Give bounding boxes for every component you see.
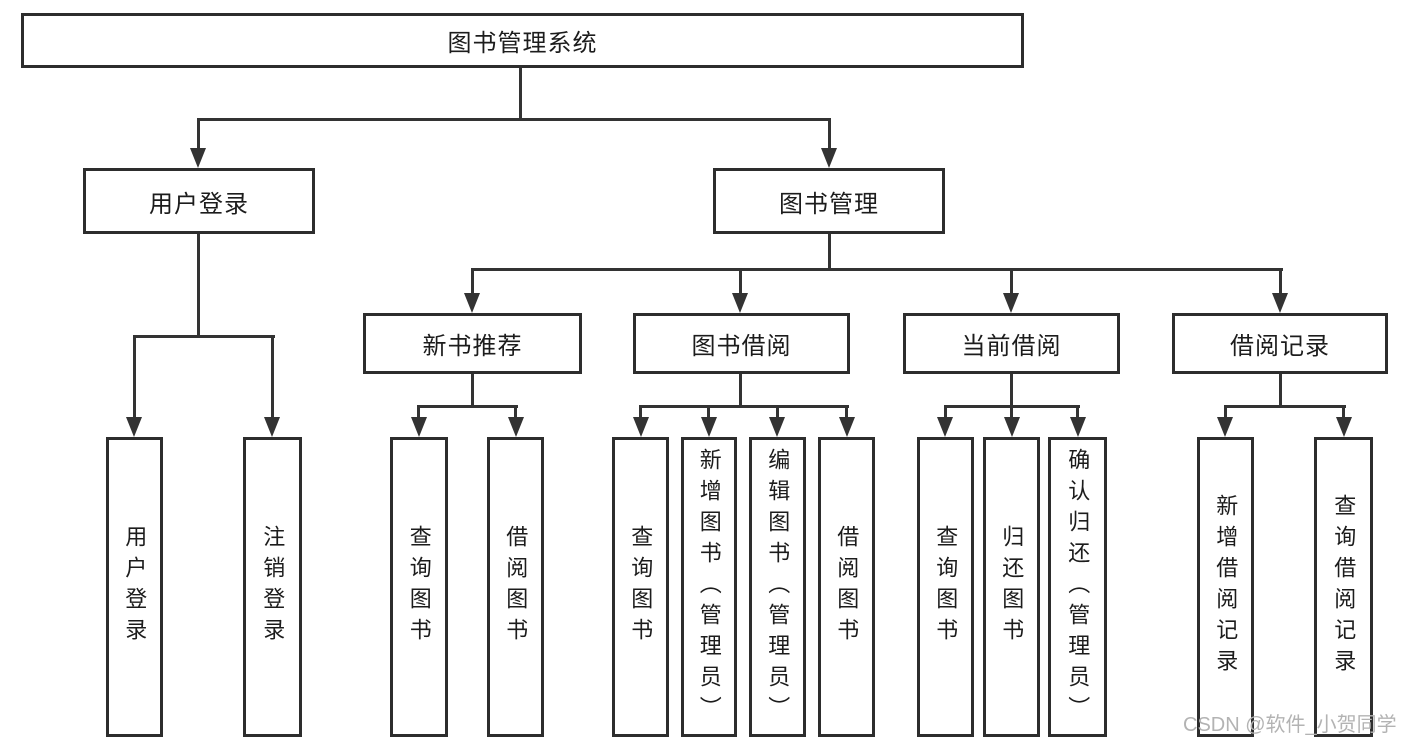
node-label: 查询借阅记录 (1331, 494, 1357, 680)
node-label: 查询图书 (628, 525, 654, 649)
node-leaf-borrow-book: 借阅图书 (818, 437, 875, 737)
arrowhead-down-icon (821, 148, 837, 168)
node-label: 新增借阅记录 (1213, 494, 1239, 680)
arrowhead-down-icon (937, 417, 953, 437)
connector-book-mgmt-stub (828, 234, 831, 271)
connector-borrow-record-stub (1279, 374, 1282, 408)
node-label: 确认归还（管理员） (1065, 447, 1091, 727)
node-label: 编辑图书（管理员） (765, 447, 791, 727)
connector-borrow-record-split (1224, 405, 1346, 408)
connector-drop (639, 405, 642, 421)
node-label: 用户登录 (122, 525, 148, 649)
node-label: 当前借阅 (961, 333, 1062, 360)
node-leaf-query-borrow-record: 查询借阅记录 (1314, 437, 1373, 737)
node-book-borrowing: 图书借阅 (633, 313, 850, 374)
connector-drop (845, 405, 848, 421)
node-current-borrowing: 当前借阅 (903, 313, 1120, 374)
connector-drop (776, 405, 779, 421)
connector-level1-split (197, 118, 831, 121)
node-new-book-recommend: 新书推荐 (363, 313, 582, 374)
arrowhead-down-icon (1070, 417, 1086, 437)
arrowhead-down-icon (190, 148, 206, 168)
node-label: 查询图书 (933, 525, 959, 649)
arrowhead-down-icon (769, 417, 785, 437)
connector-drop (514, 405, 517, 421)
node-label: 新增图书（管理员） (696, 447, 722, 727)
connector-drop (1224, 405, 1227, 421)
node-leaf-edit-book-admin: 编辑图书（管理员） (749, 437, 806, 737)
node-label: 图书管理系统 (447, 30, 598, 57)
connector-new-book-split (417, 405, 518, 408)
connector-book-borrow-split (639, 405, 849, 408)
connector-drop-login (133, 335, 136, 421)
connector-drop (417, 405, 420, 421)
node-label: 借阅记录 (1230, 333, 1330, 360)
arrowhead-down-icon (264, 417, 280, 437)
connector-drop-new-book (471, 268, 474, 296)
node-leaf-rec-borrow-book: 借阅图书 (487, 437, 544, 737)
node-library-management-system: 图书管理系统 (21, 13, 1024, 68)
node-leaf-current-query-book: 查询图书 (917, 437, 974, 737)
node-leaf-confirm-return-admin: 确认归还（管理员） (1048, 437, 1107, 737)
connector-book-borrow-stub (739, 374, 742, 408)
connector-drop-logout (271, 335, 274, 421)
arrowhead-down-icon (633, 417, 649, 437)
node-leaf-return-book: 归还图书 (983, 437, 1040, 737)
node-label: 借阅图书 (503, 525, 529, 649)
arrowhead-down-icon (732, 293, 748, 313)
connector-drop (1010, 405, 1013, 421)
connector-drop-borrow-record (1279, 268, 1282, 296)
node-label: 新书推荐 (422, 333, 523, 360)
arrowhead-down-icon (1336, 417, 1352, 437)
arrowhead-down-icon (126, 417, 142, 437)
connector-level3-split (471, 268, 1283, 271)
arrowhead-down-icon (411, 417, 427, 437)
arrowhead-down-icon (1003, 293, 1019, 313)
node-borrowing-records: 借阅记录 (1172, 313, 1388, 374)
connector-drop-book-mgmt (828, 118, 831, 152)
node-label: 图书管理 (779, 190, 879, 218)
connector-user-login-split (133, 335, 275, 338)
connector-drop-book-borrow (739, 268, 742, 296)
node-label: 查询图书 (406, 525, 432, 649)
node-leaf-borrow-query-book: 查询图书 (612, 437, 669, 737)
node-label: 借阅图书 (834, 525, 860, 649)
arrowhead-down-icon (464, 293, 480, 313)
node-leaf-user-login: 用户登录 (106, 437, 163, 737)
node-leaf-add-borrow-record: 新增借阅记录 (1197, 437, 1254, 737)
arrowhead-down-icon (1004, 417, 1020, 437)
node-label: 图书借阅 (691, 333, 792, 360)
arrowhead-down-icon (1217, 417, 1233, 437)
node-user-login: 用户登录 (83, 168, 315, 234)
connector-drop (1076, 405, 1079, 421)
node-label: 注销登录 (260, 525, 286, 649)
connector-drop-current-borrow (1010, 268, 1013, 296)
connector-drop (1342, 405, 1345, 421)
arrowhead-down-icon (839, 417, 855, 437)
connector-new-book-stub (471, 374, 474, 408)
arrowhead-down-icon (701, 417, 717, 437)
node-label: 归还图书 (999, 525, 1025, 649)
connector-current-borrow-stub (1010, 374, 1013, 408)
arrowhead-down-icon (1272, 293, 1288, 313)
csdn-watermark: CSDN @软件_小贺同学 (1183, 714, 1397, 736)
node-book-management: 图书管理 (713, 168, 945, 234)
connector-user-login-stub (197, 234, 200, 338)
connector-root-stub (519, 68, 522, 120)
node-leaf-add-book-admin: 新增图书（管理员） (681, 437, 737, 737)
connector-drop (944, 405, 947, 421)
connector-drop-user-login (197, 118, 200, 152)
connector-drop (707, 405, 710, 421)
node-leaf-logout: 注销登录 (243, 437, 302, 737)
arrowhead-down-icon (508, 417, 524, 437)
node-leaf-rec-query-book: 查询图书 (390, 437, 448, 737)
node-label: 用户登录 (149, 190, 249, 218)
